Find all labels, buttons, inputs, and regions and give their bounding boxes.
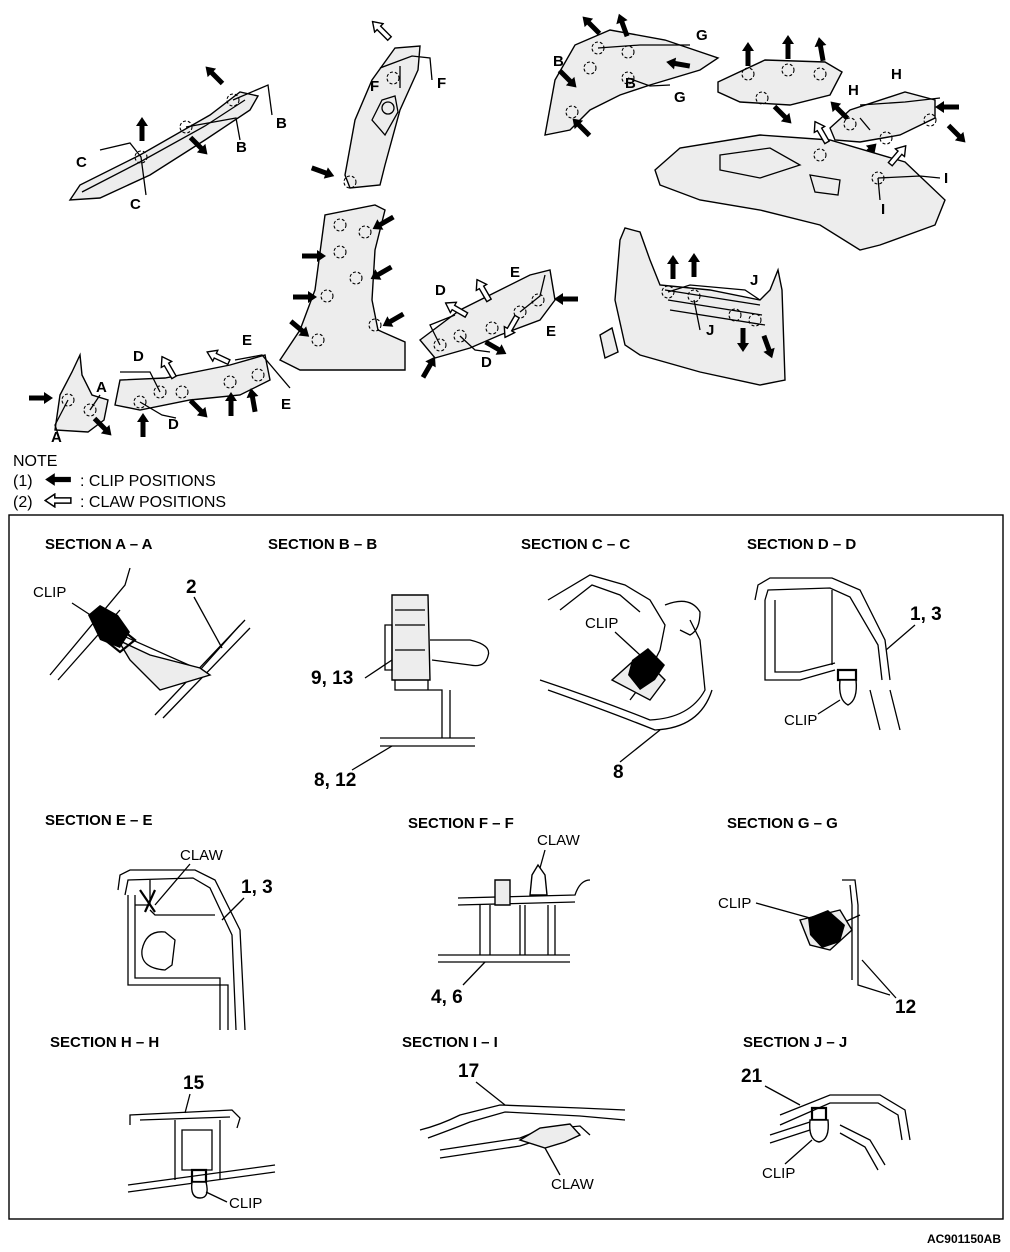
section-d-d: SECTION D – D CLIP 1, 3	[747, 536, 942, 731]
sections-frame	[8, 514, 1004, 1220]
section-h-h-label: CLIP	[229, 1195, 262, 1212]
rear-side-trim	[826, 91, 970, 165]
section-f-f-label: CLAW	[537, 832, 581, 849]
section-a-a-part: 2	[186, 577, 197, 598]
section-b-b-title: SECTION B – B	[268, 536, 377, 553]
note-item-2-num: (2)	[13, 494, 33, 511]
marker-e-3: E	[510, 264, 520, 281]
hollow-arrow-icon	[44, 493, 72, 508]
marker-i-1: I	[944, 170, 948, 187]
section-a-a-title: SECTION A – A	[45, 536, 153, 553]
note-item-1-text: : CLIP POSITIONS	[80, 473, 216, 490]
package-tray-trim	[717, 35, 843, 128]
section-i-i-part: 17	[458, 1061, 479, 1082]
marker-j-1: J	[750, 272, 758, 289]
marker-g-1: G	[696, 27, 708, 44]
section-e-e: SECTION E – E CLAW 1, 3	[45, 812, 273, 1031]
rear-end-trim	[599, 227, 786, 386]
marker-c-2: C	[130, 196, 141, 213]
marker-a-1: A	[96, 379, 107, 396]
overview-diagram: A A B B B B C C D D D D E E E E F F G G …	[29, 11, 970, 446]
marker-d-2: D	[168, 416, 179, 433]
section-d-d-label: CLIP	[784, 712, 817, 729]
marker-h-1: H	[891, 66, 902, 83]
section-c-c-part: 8	[613, 762, 624, 783]
section-markers: A A B B B B C C D D D D E E E E F F G G …	[51, 27, 948, 446]
section-g-g-label: CLIP	[718, 895, 751, 912]
marker-g-2: G	[674, 89, 686, 106]
section-i-i-label: CLAW	[551, 1176, 595, 1193]
marker-e-1: E	[242, 332, 252, 349]
note-item-1-num: (1)	[13, 473, 33, 490]
section-i-i: SECTION I – I CLAW 17	[402, 1034, 626, 1193]
section-d-d-part: 1, 3	[910, 604, 942, 625]
section-d-d-title: SECTION D – D	[747, 536, 856, 553]
marker-b-2: B	[236, 139, 247, 156]
section-b-b-part-top: 9, 13	[311, 668, 353, 689]
marker-f-2: F	[437, 75, 446, 92]
marker-b-4: B	[625, 75, 636, 92]
section-i-i-title: SECTION I – I	[402, 1034, 498, 1051]
marker-h-2: H	[848, 82, 859, 99]
section-h-h-part: 15	[183, 1073, 205, 1094]
note-title: NOTE	[13, 453, 57, 470]
note-legend: NOTE (1) : CLIP POSITIONS (2) : CLAW POS…	[13, 453, 226, 511]
section-c-c-label: CLIP	[585, 615, 618, 632]
section-e-e-part: 1, 3	[241, 877, 273, 898]
b-pillar-trim-upper	[309, 16, 433, 189]
marker-b-3: B	[553, 53, 564, 70]
section-g-g-part: 12	[895, 997, 916, 1018]
section-e-e-title: SECTION E – E	[45, 812, 153, 829]
section-e-e-label: CLAW	[180, 847, 224, 864]
marker-e-2: E	[281, 396, 291, 413]
marker-e-4: E	[546, 323, 556, 340]
c-pillar-trim	[544, 11, 720, 140]
section-b-b: SECTION B – B 9, 13 8, 12	[268, 536, 490, 791]
marker-a-2: A	[51, 429, 62, 446]
figure-id: AC901150AB	[927, 1232, 1001, 1246]
section-a-a-label: CLIP	[33, 584, 66, 601]
section-g-g-title: SECTION G – G	[727, 815, 838, 832]
note-item-2-text: : CLAW POSITIONS	[80, 494, 226, 511]
section-j-j-part: 21	[741, 1066, 763, 1087]
section-c-c: SECTION C – C CLIP 8	[521, 536, 713, 783]
b-pillar-trim-lower	[278, 204, 407, 371]
section-j-j-label: CLIP	[762, 1165, 795, 1182]
section-f-f-title: SECTION F – F	[408, 815, 514, 832]
marker-d-4: D	[481, 354, 492, 371]
marker-d-1: D	[133, 348, 144, 365]
marker-i-2: I	[881, 201, 885, 218]
section-g-g: SECTION G – G CLIP 12	[718, 815, 916, 1018]
rear-sill-trim	[417, 269, 578, 381]
solid-arrow-icon	[45, 473, 71, 486]
section-c-c-title: SECTION C – C	[521, 536, 630, 553]
section-f-f-part: 4, 6	[431, 987, 463, 1008]
front-sill-trim	[114, 345, 291, 437]
section-j-j-title: SECTION J – J	[743, 1034, 847, 1051]
section-h-h: SECTION H – H CLIP 15	[50, 1034, 276, 1212]
pillar-trim-upper-left	[68, 62, 273, 201]
section-b-b-part-bottom: 8, 12	[314, 770, 356, 791]
section-f-f: SECTION F – F CLAW 4, 6	[408, 815, 591, 1008]
rear-shelf-trim	[654, 117, 946, 251]
marker-b-1: B	[276, 115, 287, 132]
section-j-j: SECTION J – J CLIP 21	[741, 1034, 911, 1182]
section-h-h-title: SECTION H – H	[50, 1034, 159, 1051]
marker-j-2: J	[706, 322, 714, 339]
marker-c-1: C	[76, 154, 87, 171]
marker-d-3: D	[435, 282, 446, 299]
section-a-a: SECTION A – A CLIP 2	[33, 536, 251, 719]
marker-f-1: F	[370, 78, 379, 95]
front-scuff-plate	[29, 352, 116, 441]
